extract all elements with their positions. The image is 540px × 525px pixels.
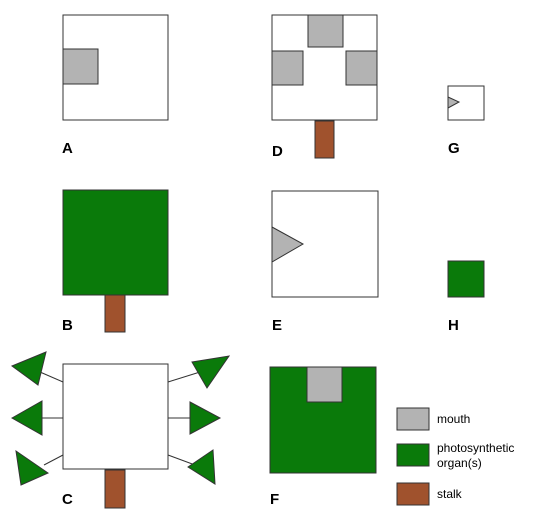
panel-label-e: E	[272, 317, 282, 334]
photosynthetic-body	[62, 189, 169, 296]
legend-label-photosynthetic-line1: photosynthetic	[437, 441, 514, 455]
panel-label-h: H	[448, 317, 459, 334]
mouth-square	[306, 366, 343, 403]
legend-label-mouth: mouth	[437, 412, 470, 426]
stalk	[314, 120, 335, 159]
legend-swatch-mouth	[396, 407, 430, 431]
panel-label-c: C	[62, 491, 73, 508]
panel-h: H	[447, 260, 485, 334]
connector-line	[167, 454, 196, 466]
connector-line	[39, 371, 64, 383]
mouth-square	[62, 48, 99, 85]
panel-d: D	[271, 14, 378, 160]
stalk	[104, 294, 126, 333]
mouth-triangle	[447, 96, 461, 109]
photosynthetic-triangle	[191, 355, 231, 389]
legend-label-stalk: stalk	[437, 487, 463, 501]
photosynthetic-body	[447, 260, 485, 298]
panel-label-d: D	[272, 143, 283, 160]
panel-a: A	[62, 14, 169, 157]
body-square	[62, 363, 169, 470]
mouth-triangle	[271, 226, 305, 263]
mouth-square	[307, 14, 344, 48]
panel-label-g: G	[448, 140, 460, 157]
photosynthetic-triangle	[10, 351, 47, 386]
photosynthetic-triangle	[189, 401, 222, 435]
panel-label-a: A	[62, 140, 73, 157]
photosynthetic-triangle	[15, 449, 50, 486]
connector-line	[167, 371, 201, 383]
mouth-square	[345, 50, 378, 86]
legend: mouth photosynthetic organ(s) stalk	[396, 407, 514, 506]
panel-label-b: B	[62, 317, 73, 334]
stalk	[104, 469, 126, 509]
panel-b: B	[62, 189, 169, 334]
panel-g: G	[447, 85, 485, 157]
panel-c: C	[10, 351, 231, 509]
connector-line	[43, 454, 64, 466]
legend-swatch-stalk	[396, 482, 430, 506]
photosynthetic-triangle	[10, 400, 43, 436]
legend-swatch-photosynthetic	[396, 443, 430, 467]
mouth-square	[271, 50, 304, 86]
photosynthetic-triangle	[187, 449, 216, 485]
legend-label-photosynthetic-line2: organ(s)	[437, 456, 482, 470]
panel-e: E	[271, 190, 379, 334]
panel-f: F	[269, 366, 377, 508]
panel-label-f: F	[270, 491, 279, 508]
